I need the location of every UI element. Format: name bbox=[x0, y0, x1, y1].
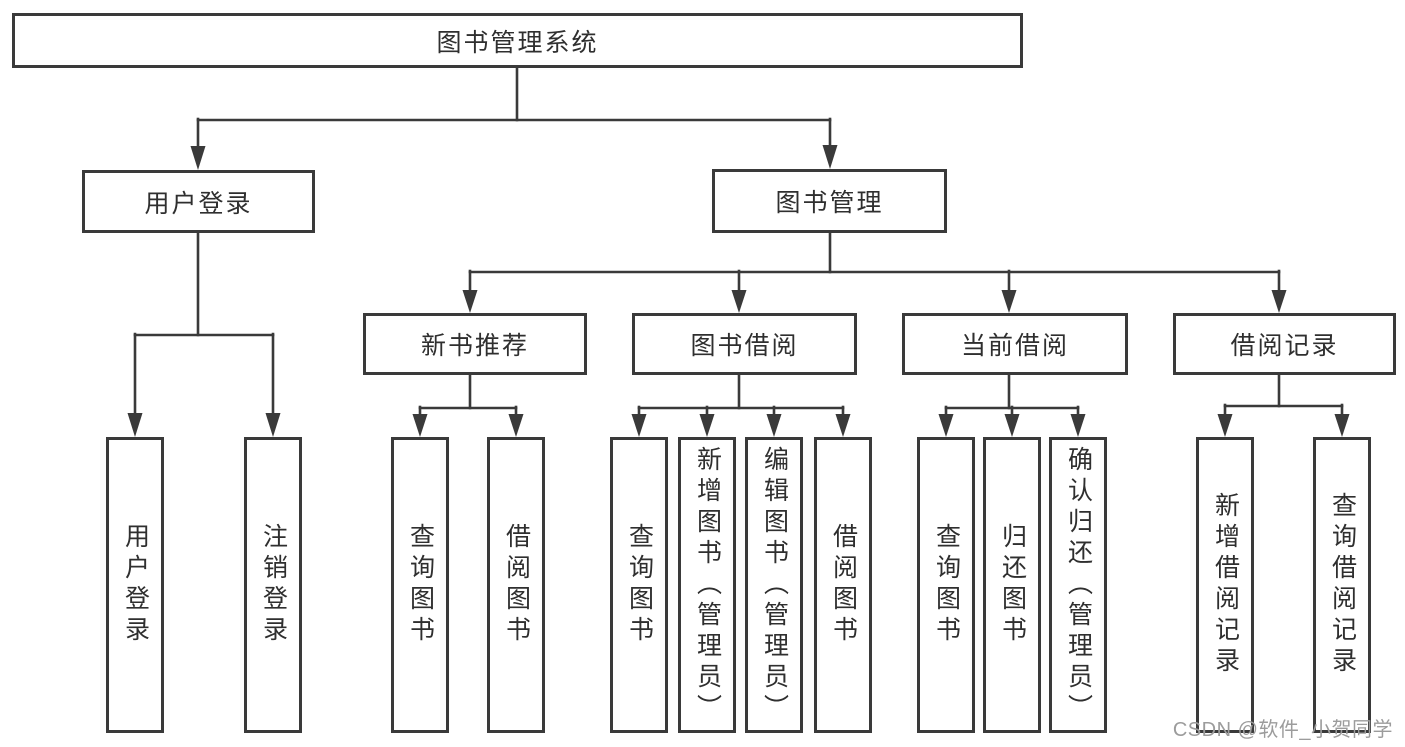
connector-borrow-records-to-leaves bbox=[1217, 373, 1350, 437]
leaf-current-return-book-label: 归还图书 bbox=[998, 523, 1027, 647]
node-borrow-records-label: 借阅记录 bbox=[1230, 332, 1339, 360]
node-user-login-label: 用户登录 bbox=[144, 189, 253, 218]
leaf-current-confirm-return-admin: 确认归还（管理员） bbox=[1049, 437, 1107, 733]
node-book-management-label: 图书管理 bbox=[775, 189, 884, 217]
leaf-current-query-book: 查询图书 bbox=[917, 437, 975, 733]
leaf-newrec-query-book-label: 查询图书 bbox=[406, 523, 435, 647]
leaf-borrow-add-book-admin-label: 新增图书（管理员） bbox=[693, 445, 722, 725]
connector-current-borrow-to-leaves bbox=[938, 373, 1086, 437]
leaf-logout-login: 注销登录 bbox=[244, 437, 302, 733]
node-current-borrow: 当前借阅 bbox=[902, 313, 1128, 375]
node-current-borrow-label: 当前借阅 bbox=[960, 332, 1069, 360]
leaf-user-login: 用户登录 bbox=[106, 437, 164, 733]
node-root: 图书管理系统 bbox=[12, 13, 1023, 68]
node-book-borrow-label: 图书借阅 bbox=[690, 332, 799, 360]
connector-new-book-recommend-to-leaves bbox=[412, 373, 524, 437]
leaf-borrow-edit-book-admin: 编辑图书（管理员） bbox=[745, 437, 803, 733]
node-borrow-records: 借阅记录 bbox=[1173, 313, 1396, 375]
connector-book-borrow-to-leaves bbox=[631, 373, 851, 437]
leaf-borrow-query-book: 查询图书 bbox=[610, 437, 668, 733]
leaf-records-add-record-label: 新增借阅记录 bbox=[1211, 492, 1240, 678]
leaf-borrow-add-book-admin: 新增图书（管理员） bbox=[678, 437, 736, 733]
leaf-borrow-borrow-book: 借阅图书 bbox=[814, 437, 872, 733]
leaf-current-return-book: 归还图书 bbox=[983, 437, 1041, 733]
leaf-current-confirm-return-admin-label: 确认归还（管理员） bbox=[1064, 445, 1093, 725]
connector-book-management-to-level3 bbox=[462, 231, 1287, 313]
node-root-label: 图书管理系统 bbox=[436, 28, 599, 57]
leaf-newrec-borrow-book-label: 借阅图书 bbox=[502, 523, 531, 647]
leaf-records-query-record: 查询借阅记录 bbox=[1313, 437, 1371, 733]
leaf-current-query-book-label: 查询图书 bbox=[932, 523, 961, 647]
leaf-newrec-borrow-book: 借阅图书 bbox=[487, 437, 545, 733]
leaf-records-add-record: 新增借阅记录 bbox=[1196, 437, 1254, 733]
node-book-management: 图书管理 bbox=[712, 169, 947, 233]
node-book-borrow: 图书借阅 bbox=[632, 313, 857, 375]
csdn-watermark: CSDN @软件_小贺同学 bbox=[1172, 719, 1393, 741]
leaf-borrow-query-book-label: 查询图书 bbox=[625, 523, 654, 647]
leaf-logout-login-label: 注销登录 bbox=[259, 523, 288, 647]
leaf-borrow-edit-book-admin-label: 编辑图书（管理员） bbox=[760, 445, 789, 725]
leaf-user-login-label: 用户登录 bbox=[121, 523, 150, 647]
leaf-records-query-record-label: 查询借阅记录 bbox=[1328, 492, 1357, 678]
leaf-borrow-borrow-book-label: 借阅图书 bbox=[829, 523, 858, 647]
node-new-book-recommend-label: 新书推荐 bbox=[420, 332, 529, 360]
node-user-login: 用户登录 bbox=[82, 170, 315, 233]
node-new-book-recommend: 新书推荐 bbox=[363, 313, 587, 375]
leaf-newrec-query-book: 查询图书 bbox=[391, 437, 449, 733]
connector-root-to-level2 bbox=[190, 66, 838, 170]
connector-user-login-to-leaves bbox=[127, 231, 281, 437]
